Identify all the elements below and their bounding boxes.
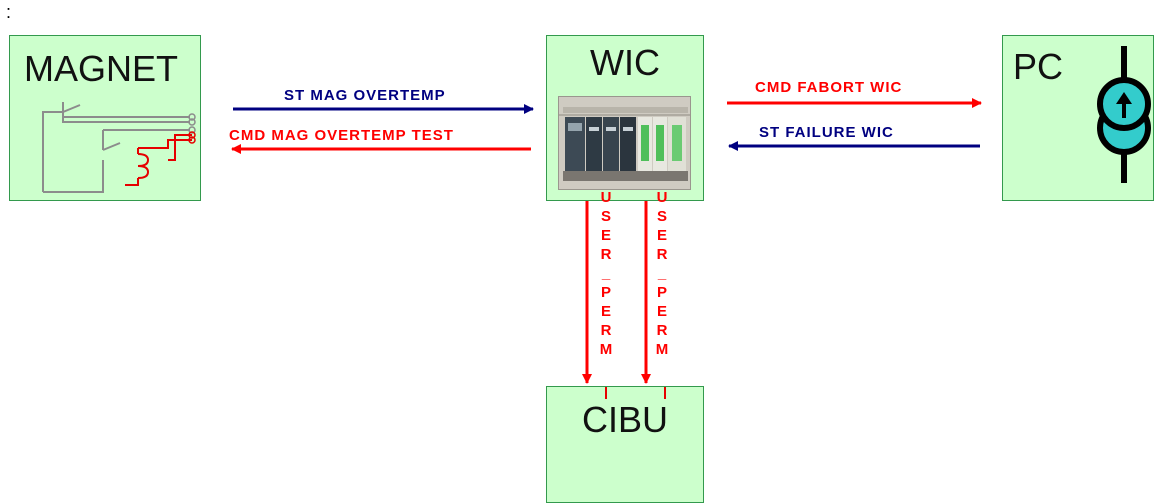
- st-mag-overtemp-label: ST MAG OVERTEMP: [284, 87, 446, 104]
- user-perm-label-b: USER_PERM: [655, 188, 669, 359]
- cmd-mag-overtemp-test-label: CMD MAG OVERTEMP TEST: [229, 127, 454, 144]
- user-perm-label-a: USER_PERM: [599, 188, 613, 359]
- current-source-symbol-icon: [1100, 46, 1148, 183]
- cmd-fabort-wic-label: CMD FABORT WIC: [755, 79, 902, 96]
- st-failure-wic-label: ST FAILURE WIC: [759, 124, 894, 141]
- relay-coil-schematic-icon: [43, 102, 195, 192]
